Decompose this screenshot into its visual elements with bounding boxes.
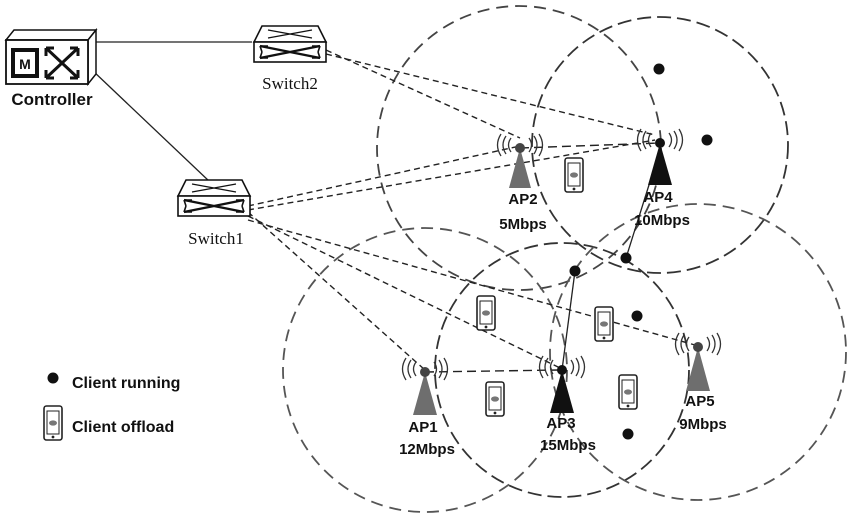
legend-running-dot (48, 373, 59, 384)
legend: Client running Client offload (44, 373, 180, 441)
ap2-name: AP2 (508, 191, 537, 208)
ap1-rate: 12Mbps (399, 441, 455, 458)
client-running-dot (702, 135, 713, 146)
client-running-dot (570, 266, 581, 277)
wired-links (92, 42, 252, 182)
ap3-name: AP3 (546, 415, 575, 432)
ap5-name: AP5 (685, 393, 714, 410)
ap3[interactable] (540, 356, 585, 413)
switch-icon (178, 180, 250, 216)
ap3-rate: 15Mbps (540, 437, 596, 454)
ap4-rate: 10Mbps (634, 212, 690, 229)
phone-icon (486, 382, 504, 416)
controller-badge: M (19, 56, 31, 72)
ap2-rate: 5Mbps (499, 216, 547, 233)
client-running-dot (654, 64, 665, 75)
controller-label: Controller (11, 90, 93, 109)
phone-icon (619, 375, 637, 409)
client-running-dot (623, 429, 634, 440)
ap4-name: AP4 (643, 189, 673, 206)
ap2-antenna-icon (509, 148, 531, 188)
ap1-antenna-icon (413, 372, 437, 415)
switch2-label: Switch2 (262, 74, 318, 93)
ap5-antenna-icon (686, 347, 710, 391)
ap3-antenna-icon (550, 370, 574, 413)
switch1[interactable] (178, 180, 250, 216)
ap5-rate: 9Mbps (679, 416, 727, 433)
offload-clients (477, 158, 637, 416)
client-running-dot (632, 311, 643, 322)
phone-icon (44, 406, 62, 440)
switch-ap-links (248, 50, 695, 370)
switch-icon (254, 26, 326, 62)
phone-icon (595, 307, 613, 341)
legend-running-label: Client running (72, 375, 180, 392)
ap4-antenna-icon (648, 143, 672, 185)
ap1-name: AP1 (408, 419, 437, 436)
phone-icon (477, 296, 495, 330)
client-running-dot (621, 253, 632, 264)
controller[interactable]: M (6, 30, 96, 84)
switch1-label: Switch1 (188, 229, 244, 248)
legend-offload-label: Client offload (72, 419, 174, 436)
phone-icon (565, 158, 583, 192)
switch2[interactable] (254, 26, 326, 62)
